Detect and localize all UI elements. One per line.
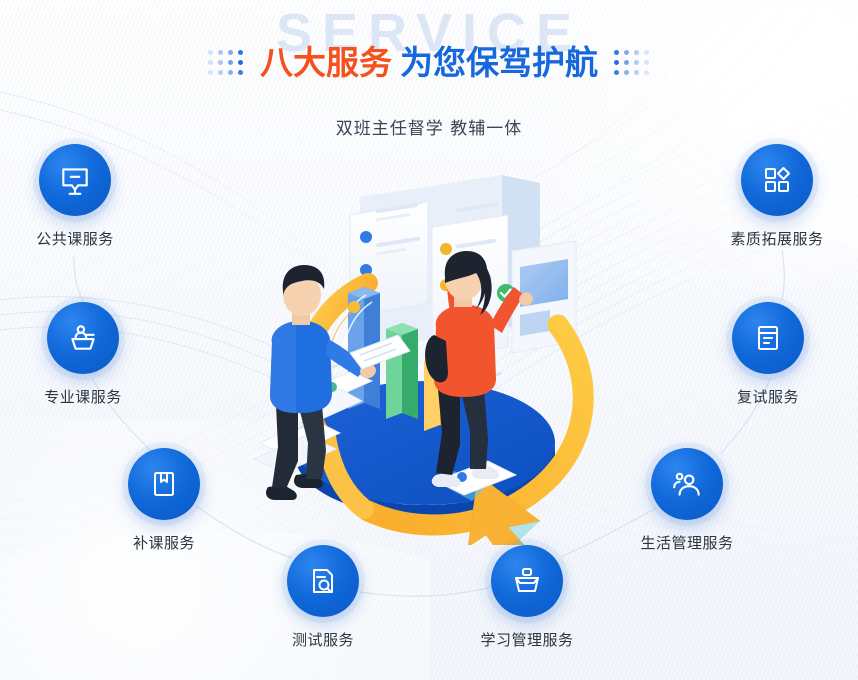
service-node-test[interactable]: 测试服务 [248,545,398,650]
people-group-icon[interactable] [651,448,723,520]
service-label: 生活管理服务 [640,534,734,552]
service-label: 学习管理服务 [480,631,574,649]
service-node-major-course[interactable]: 专业课服务 [8,302,158,407]
service-node-makeup-class[interactable]: 补课服务 [89,448,239,553]
page-title-part2: 为您保驾护航 [400,43,598,83]
page-title: 八大服务为您保驾护航 [260,46,598,79]
book-icon[interactable] [128,448,200,520]
central-illustration [240,175,620,558]
background-glow-top-right [478,0,858,280]
service-node-retest[interactable]: 复试服务 [693,302,843,407]
service-label: 公共课服务 [36,230,114,248]
service-node-life-manage[interactable]: 生活管理服务 [612,448,762,553]
service-label: 专业课服务 [44,388,122,406]
service-node-study-manage[interactable]: 学习管理服务 [452,545,602,650]
section-header: SERVICE 八大服务为您保驾护航 双班主任督学 教辅一体 [0,0,858,139]
decorative-dots-left [208,49,244,76]
service-label: 素质拓展服务 [730,230,824,248]
page-title-part1: 八大服务 [260,43,392,83]
illustration-person-right [425,251,533,487]
service-node-public-course[interactable]: 公共课服务 [0,144,150,249]
service-label: 补课服务 [132,534,195,552]
document-search-icon[interactable] [287,545,359,617]
service-label: 测试服务 [291,631,354,649]
decorative-dots-right [614,49,650,76]
board-speech-icon[interactable] [39,144,111,216]
service-node-quality-expand[interactable]: 素质拓展服务 [702,144,852,249]
shapes-grid-icon[interactable] [741,144,813,216]
illustration-person-left [266,265,376,500]
document-list-icon[interactable] [732,302,804,374]
person-folder-icon[interactable] [491,545,563,617]
title-row: 八大服务为您保驾护航 [0,0,858,101]
watermark-text: SERVICE [275,3,583,63]
service-label: 复试服务 [736,388,799,406]
page-subtitle: 双班主任督学 教辅一体 [335,119,523,140]
teacher-podium-icon[interactable] [47,302,119,374]
